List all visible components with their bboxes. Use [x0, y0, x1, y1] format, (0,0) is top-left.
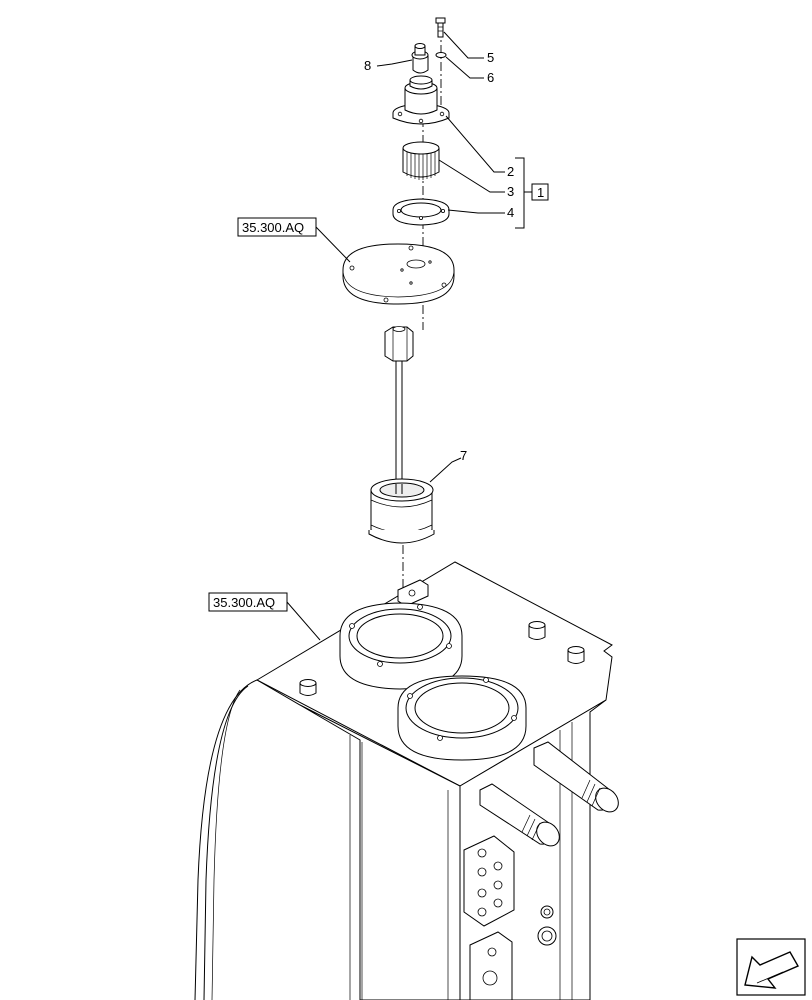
- callout-7: 7: [460, 448, 467, 463]
- sender-cap-part-8[interactable]: [411, 43, 429, 74]
- svg-text:35.300.AQ: 35.300.AQ: [242, 220, 304, 235]
- callout-4: 4: [507, 205, 514, 220]
- callout-5: 5: [487, 50, 494, 65]
- stud-right-upper: [528, 621, 546, 640]
- ref-box-bottom[interactable]: 35.300.AQ: [208, 592, 288, 612]
- filter-part-3[interactable]: [402, 141, 440, 180]
- ref-box-top[interactable]: 35.300.AQ: [237, 217, 317, 237]
- stud-right-lower: [567, 646, 585, 664]
- callout-1: 1: [537, 185, 544, 200]
- callout-3: 3: [507, 184, 514, 199]
- suction-tube-part-7[interactable]: [368, 326, 435, 544]
- mounting-plate[interactable]: [342, 243, 455, 305]
- gasket-part-4[interactable]: [392, 198, 450, 226]
- pipe-fitting-upper: [533, 741, 619, 813]
- callout-6: 6: [487, 70, 494, 85]
- port-block-lower: [469, 931, 513, 1000]
- kit-bracket: [515, 157, 525, 229]
- kit-1-box[interactable]: [531, 183, 549, 201]
- hydraulic-tank[interactable]: [194, 561, 623, 1000]
- stud-left: [299, 679, 317, 696]
- sensor-body-part-2[interactable]: [392, 75, 450, 125]
- screw-part-5[interactable]: [435, 17, 446, 38]
- port-block-upper: [463, 835, 515, 927]
- side-bosses: [537, 905, 557, 946]
- washer-part-6[interactable]: [435, 52, 447, 58]
- arrow-down-left-icon[interactable]: [736, 938, 806, 996]
- pipe-fitting-lower: [479, 783, 560, 847]
- callout-2: 2: [507, 164, 514, 179]
- callout-8: 8: [364, 58, 371, 73]
- svg-text:35.300.AQ: 35.300.AQ: [213, 595, 275, 610]
